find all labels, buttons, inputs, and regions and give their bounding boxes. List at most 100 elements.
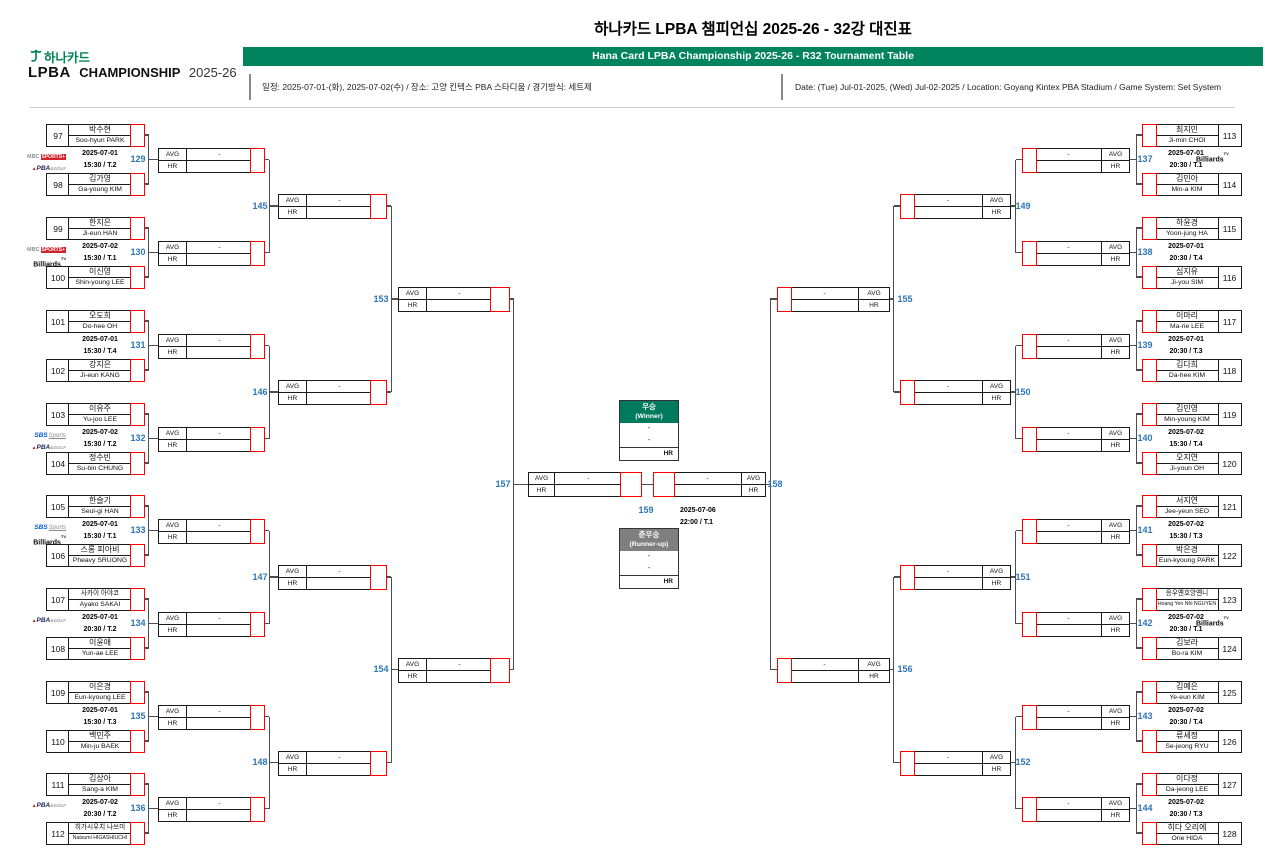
player-name-en: Min-young KIM (1156, 414, 1218, 425)
match-number: 134 (130, 618, 146, 628)
bracket-line (143, 183, 149, 185)
match-number: 155 (897, 293, 913, 304)
winner-box: 우승 (Winner) - - HR (619, 400, 679, 461)
bracket-line (263, 344, 270, 347)
bracket-line (1127, 715, 1137, 718)
tv-logo-part: SBS (34, 432, 48, 439)
match-number: 133 (130, 525, 146, 535)
avg-value: - (587, 475, 590, 483)
bracket-line (147, 228, 149, 277)
hr-value (187, 438, 252, 451)
avg-value: - (1067, 799, 1070, 807)
avg-value: - (1067, 150, 1070, 158)
avg-value: - (218, 521, 221, 529)
tv-logo-part: SPORTS+ (40, 154, 66, 160)
avg-label: AVG (989, 568, 1004, 575)
bracket-connector (130, 637, 145, 660)
bracket-connector (1022, 518, 1037, 544)
player-name-ko: 김예은 (1175, 682, 1199, 691)
bracket-line (269, 205, 278, 207)
avg-label: AVG (1108, 521, 1123, 529)
player-name-en: Eun-kyoung LEE (69, 692, 131, 703)
player-name-en: Ji-youn OH (1156, 463, 1218, 474)
match-number: 143 (1137, 711, 1153, 721)
tv-logo-part: ▲ (31, 445, 37, 451)
bracket-line (1136, 183, 1142, 185)
player-seed-box: 116 (1217, 266, 1242, 289)
match-date: 2025-07-02 (1168, 614, 1204, 621)
hr-label: HR (279, 762, 306, 775)
player-name-ko: 이신영 (88, 267, 112, 276)
info-divider-middle (781, 74, 783, 100)
hr-value (427, 299, 492, 311)
match-number: 147 (252, 571, 268, 582)
match-date: 2025-07-02 (82, 243, 118, 250)
bracket-line (390, 206, 392, 392)
hr-value (914, 577, 982, 589)
avg-label: AVG (989, 197, 1004, 204)
bracket-connector (653, 472, 675, 498)
event-info-english: Date: (Tue) Jul-01-2025, (Wed) Jul-02-20… (795, 82, 1222, 92)
avg-label: AVG (1108, 336, 1123, 344)
hr-label: HR (1102, 159, 1129, 172)
player-name-ko: 히가시우치 나쓰미 (74, 824, 126, 831)
player-name-ko: 히다 오리에 (1167, 823, 1207, 832)
player-seed-box: 103 (46, 403, 70, 426)
player-name-ko: 하윤경 (1175, 218, 1199, 227)
tv-logo-part: TV (1223, 615, 1229, 620)
bracket-line (1136, 599, 1138, 648)
bracket-line (1136, 691, 1142, 693)
hr-label: HR (159, 716, 186, 729)
match-number: 149 (1015, 200, 1031, 211)
bracket-connector (130, 588, 145, 611)
match-number: 129 (130, 154, 146, 164)
hr-label: HR (279, 577, 306, 589)
player-seed-box: 109 (46, 681, 70, 704)
bracket-line (385, 391, 392, 393)
player-name-en: Ji-eun HAN (69, 228, 131, 239)
tv-logo-part: PBA (36, 444, 51, 451)
hr-label: HR (1102, 438, 1129, 451)
hr-label: HR (1102, 808, 1129, 821)
player-name-ko: 이윤애 (88, 638, 112, 647)
bracket-line (263, 715, 270, 718)
hr-label: HR (859, 299, 889, 311)
bracket-line (1136, 134, 1142, 136)
hr-label: HR (159, 438, 186, 451)
match-number: 145 (252, 200, 268, 211)
bracket-line (143, 740, 149, 742)
bracket-connector (900, 380, 915, 405)
bracket-line (1015, 344, 1022, 347)
match-number: 132 (130, 433, 146, 443)
bracket-line (147, 321, 149, 370)
bracket-line (1015, 251, 1022, 254)
hr-label: HR (159, 623, 186, 636)
match-time: 15:30 / T.4 (1169, 441, 1203, 448)
bracket-connector (250, 518, 265, 544)
player-name-ko: 박은경 (1175, 545, 1199, 554)
bracket-line (1015, 716, 1017, 809)
player-name-ko: 류세정 (1175, 731, 1199, 740)
player-seed-box: 107 (46, 588, 70, 611)
bracket-line (1015, 807, 1022, 810)
player-seed-box: 113 (1217, 124, 1242, 147)
avg-value: - (946, 197, 950, 204)
bracket-connector (1142, 403, 1157, 426)
bracket-line (1136, 276, 1142, 278)
match-number: 142 (1137, 618, 1153, 628)
player-seed-box: 110 (46, 730, 70, 753)
player-name-ko: 김보라 (1175, 638, 1199, 647)
avg-value: - (218, 799, 221, 807)
bracket-connector (250, 333, 265, 359)
bracket-connector (130, 310, 145, 333)
bracket-line (268, 159, 270, 253)
bracket-line (1136, 784, 1138, 833)
bracket-line (763, 483, 771, 486)
